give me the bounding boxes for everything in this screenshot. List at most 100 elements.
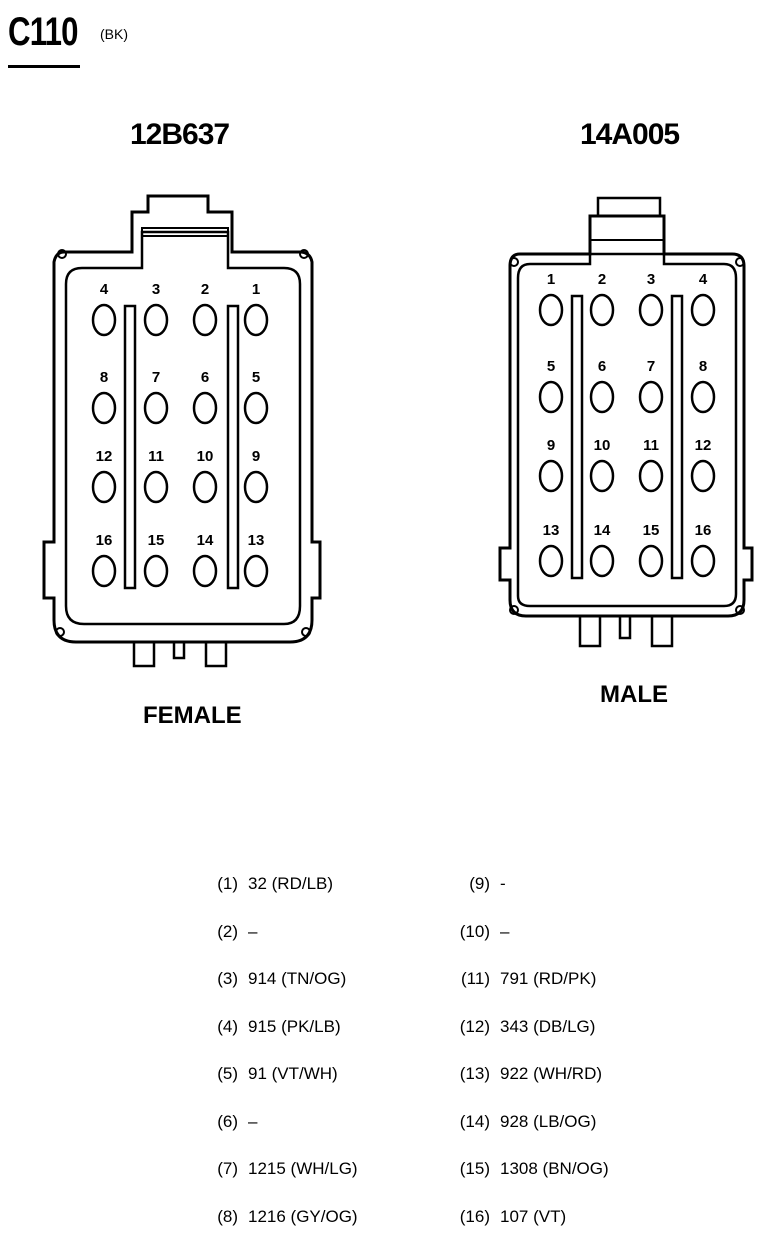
- pinout-pin-number: (9): [469, 874, 490, 893]
- pinout-circuit: -: [500, 874, 506, 893]
- female-pin-4: [91, 303, 117, 337]
- female-pin-label-2: 2: [201, 281, 209, 298]
- female-pin-14: [192, 554, 218, 588]
- male-pin-label-4: 4: [699, 271, 708, 288]
- male-pin-3: [638, 293, 664, 327]
- female-pin-label-14: 14: [197, 532, 214, 549]
- pinout-row: (7) 1215 (WH/LG): [202, 1159, 358, 1179]
- right-connector-gender: MALE: [600, 681, 668, 708]
- male-pin-label-1: 1: [547, 271, 555, 288]
- left-part-number: 12B637: [130, 118, 230, 151]
- male-pin-13: [538, 544, 564, 578]
- female-pin-label-3: 3: [152, 281, 160, 298]
- pinout-circuit: 91 (VT/WH): [248, 1064, 338, 1083]
- female-pin-16: [91, 554, 117, 588]
- female-pin-label-11: 11: [148, 448, 164, 465]
- pinout-pin-number: (1): [217, 874, 238, 893]
- pinout-row: (5) 91 (VT/WH): [202, 1064, 338, 1084]
- female-pin-label-8: 8: [100, 369, 108, 386]
- male-pin-9: [538, 459, 564, 493]
- female-pin-5: [243, 391, 269, 425]
- pinout-circuit: 32 (RD/LB): [248, 874, 334, 893]
- left-connector-gender: FEMALE: [143, 702, 242, 729]
- male-pin-5: [538, 380, 564, 414]
- pinout-row: (1) 32 (RD/LB): [202, 874, 333, 894]
- pinout-circuit: 1216 (GY/OG): [248, 1206, 358, 1226]
- pinout-pin-number: (12): [459, 1016, 490, 1036]
- male-pin-label-2: 2: [598, 271, 606, 288]
- pinout-row: (4) 915 (PK/LB): [202, 1016, 341, 1037]
- male-pin-label-10: 10: [594, 437, 611, 454]
- female-pin-1: [243, 303, 269, 337]
- female-pin-15: [143, 554, 169, 588]
- pinout-row: (11) 791 (RD/PK): [454, 969, 596, 989]
- pinout-circuit: 915 (PK/LB): [248, 1016, 341, 1036]
- pinout-pin-number: (6): [217, 1111, 238, 1131]
- female-pin-3: [143, 303, 169, 337]
- female-pin-11: [143, 470, 169, 504]
- pinout-circuit: 1215 (WH/LG): [248, 1159, 358, 1178]
- pinout-pin-number: (3): [217, 969, 238, 988]
- pinout-row: (6)–: [202, 1112, 257, 1132]
- pinout-row: (15) 1308 (BN/OG): [454, 1159, 609, 1179]
- female-pin-12: [91, 470, 117, 504]
- pinout-pin-number: (2): [217, 921, 238, 941]
- pinout-circuit: –: [248, 1111, 258, 1131]
- male-pin-12: [690, 459, 716, 493]
- male-pin-label-5: 5: [547, 358, 555, 375]
- pinout-pin-number: (4): [217, 1016, 238, 1036]
- female-pin-label-1: 1: [252, 281, 260, 298]
- male-pin-label-16: 16: [695, 522, 712, 539]
- pinout-circuit: 1308 (BN/OG): [500, 1159, 609, 1178]
- female-pin-6: [192, 391, 218, 425]
- title-underline: [8, 65, 80, 68]
- male-pin-label-3: 3: [647, 271, 655, 288]
- male-pin-4: [690, 293, 716, 327]
- male-pin-label-7: 7: [647, 358, 655, 375]
- female-pin-label-13: 13: [248, 532, 265, 549]
- pinout-row: (3)914 (TN/OG): [202, 969, 346, 989]
- male-pin-1: [538, 293, 564, 327]
- pinout-pin-number: (7): [217, 1159, 238, 1178]
- male-pin-label-11: 11: [643, 437, 659, 454]
- pinout-pin-number: (13): [459, 1064, 490, 1083]
- pinout-pin-number: (16): [459, 1206, 490, 1226]
- pinout-row: (14)928 (LB/OG): [454, 1111, 597, 1132]
- pinout-row: (12)343 (DB/LG): [454, 1016, 596, 1037]
- pinout-pin-number: (15): [459, 1159, 490, 1178]
- pinout-circuit: 107 (VT): [500, 1206, 567, 1226]
- pinout-circuit: –: [248, 921, 258, 941]
- pinout-pin-number: (10): [459, 921, 490, 941]
- pinout-circuit: 791 (RD/PK): [500, 969, 597, 988]
- female-pin-7: [143, 391, 169, 425]
- male-pin-label-15: 15: [643, 522, 660, 539]
- pinout-row: (16) 107 (VT): [454, 1207, 566, 1227]
- female-pin-8: [91, 391, 117, 425]
- male-pin-6: [589, 380, 615, 414]
- male-pin-label-6: 6: [598, 358, 606, 375]
- pinout-pin-number: (8): [217, 1206, 238, 1226]
- pinout-pin-number: (5): [217, 1064, 238, 1083]
- male-pin-11: [638, 459, 664, 493]
- male-connector-body: [498, 196, 754, 648]
- female-pin-label-15: 15: [148, 532, 165, 549]
- female-pin-label-9: 9: [252, 448, 260, 465]
- pinout-circuit: –: [500, 921, 510, 941]
- pinout-pin-number: (11): [461, 969, 490, 988]
- male-pin-label-12: 12: [695, 437, 712, 454]
- female-pin-label-4: 4: [100, 281, 109, 298]
- female-pin-13: [243, 554, 269, 588]
- male-pin-14: [589, 544, 615, 578]
- pinout-circuit: 928 (LB/OG): [500, 1111, 597, 1131]
- connector-color-code: (BK): [100, 26, 128, 42]
- pinout-circuit: 922 (WH/RD): [500, 1064, 603, 1083]
- female-pin-label-6: 6: [201, 369, 209, 386]
- male-pin-label-9: 9: [547, 437, 555, 454]
- pinout-row: (13) 922 (WH/RD): [454, 1064, 602, 1084]
- male-pin-label-14: 14: [594, 522, 611, 539]
- male-pin-15: [638, 544, 664, 578]
- male-pin-10: [589, 459, 615, 493]
